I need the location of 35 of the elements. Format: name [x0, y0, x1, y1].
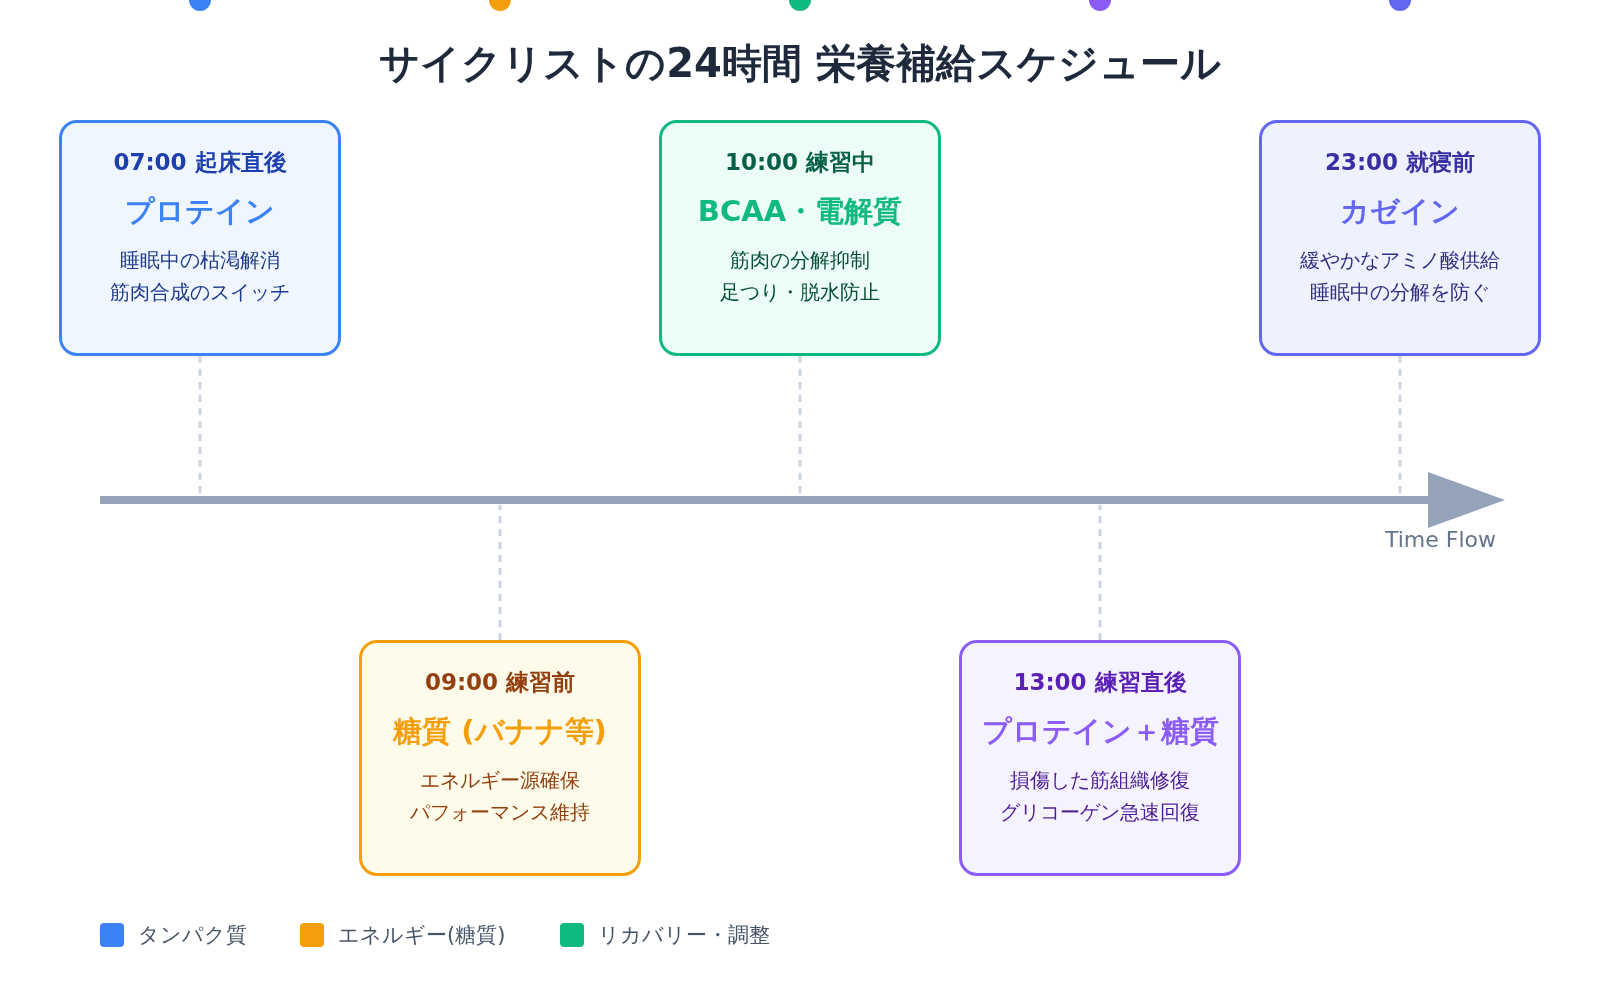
description-text: 損傷した筋組織修復 [1010, 767, 1190, 794]
description-text: エネルギー源確保 [420, 767, 580, 794]
legend-label: エネルギー(糖質) [338, 922, 506, 949]
leader-line [498, 505, 502, 640]
supplement-name: 糖質 (バナナ等) [393, 713, 607, 750]
description-text: 筋肉の分解抑制 [730, 247, 870, 274]
supplement-name: プロテイン [125, 193, 275, 230]
timeline-card [659, 120, 941, 356]
description-text: 筋肉合成のスイッチ [110, 279, 290, 306]
time-heading: 09:00 練習前 [424, 668, 576, 697]
time-heading: 10:00 練習中 [724, 148, 876, 177]
diagram-title: サイクリストの24時間 栄養補給スケジュール [378, 39, 1222, 88]
supplement-name: プロテイン＋糖質 [981, 713, 1219, 750]
description-text: パフォーマンス維持 [410, 799, 590, 826]
description-text: 睡眠中の分解を防ぐ [1310, 279, 1490, 306]
time-heading: 07:00 起床直後 [113, 148, 287, 177]
timeline-card [359, 640, 641, 876]
leader-line [198, 356, 202, 495]
timeline-card [1259, 120, 1541, 356]
legend-label: リカバリー・調整 [598, 922, 770, 949]
supplement-name: カゼイン [1340, 193, 1460, 230]
supplement-name: BCAA・電解質 [697, 193, 903, 230]
description-text: 睡眠中の枯渇解消 [120, 247, 280, 274]
time-heading: 23:00 就寝前 [1324, 148, 1476, 177]
timeline-card [59, 120, 341, 356]
description-text: グリコーゲン急速回復 [1000, 799, 1200, 826]
leader-line [798, 356, 802, 495]
leader-line [1098, 505, 1102, 640]
leader-line [1398, 356, 1402, 495]
legend-label: タンパク質 [138, 922, 247, 949]
timeline-card [959, 640, 1241, 876]
time-heading: 13:00 練習直後 [1013, 668, 1187, 697]
axis-label: Time Flow [1385, 527, 1497, 552]
description-text: 足つり・脱水防止 [720, 279, 880, 306]
description-text: 緩やかなアミノ酸供給 [1300, 247, 1500, 274]
